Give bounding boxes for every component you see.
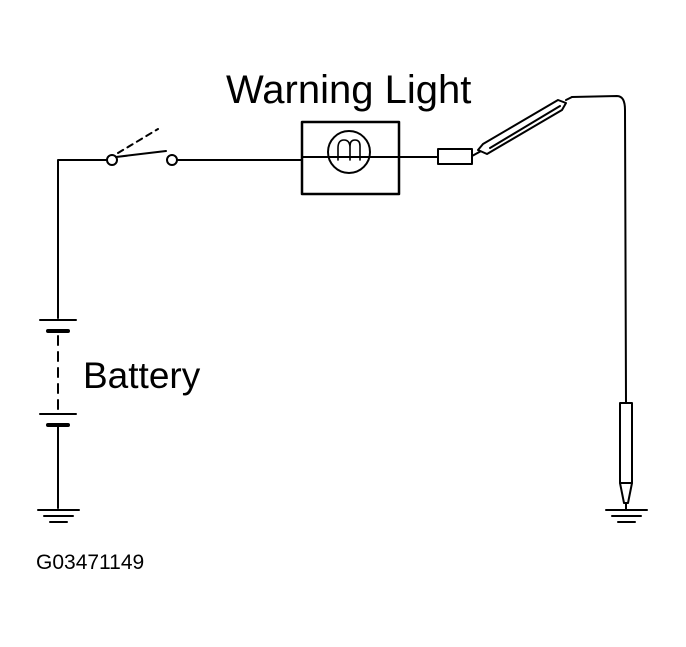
battery-symbol <box>40 320 76 425</box>
ground-left <box>38 510 79 522</box>
battery-label: Battery <box>83 355 201 396</box>
switch <box>107 129 177 165</box>
ground-probe-icon <box>620 403 632 509</box>
warning-light-box <box>302 122 399 194</box>
figure-code: G03471149 <box>36 551 145 574</box>
ground-right <box>606 510 647 522</box>
warning-light-label: Warning Light <box>226 68 472 112</box>
wire-left-top <box>58 160 112 318</box>
test-probe-icon <box>472 97 572 156</box>
connector-icon <box>438 149 472 164</box>
wire-probe-lead <box>572 96 626 403</box>
